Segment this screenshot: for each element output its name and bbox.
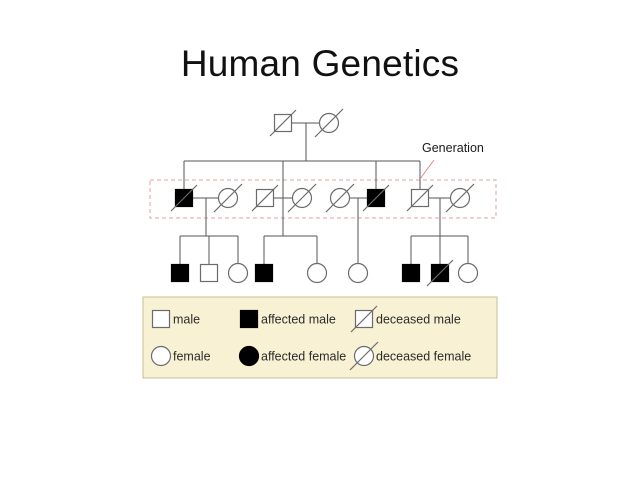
female-symbol — [347, 262, 369, 284]
individual-circle-deceased[interactable] — [314, 108, 344, 138]
generation-highlight-box — [149, 179, 497, 219]
individual-circle-deceased[interactable] — [445, 183, 475, 213]
deceased-slash-icon — [362, 184, 390, 212]
individual-square-deceased[interactable] — [251, 184, 279, 212]
male-symbol — [254, 263, 274, 283]
generation-II — [170, 183, 475, 213]
deceased-slash-icon — [406, 184, 434, 212]
individual-circle[interactable] — [457, 262, 479, 284]
deceased-slash-icon — [287, 183, 317, 213]
generation-leader-line — [419, 159, 435, 180]
individual-circle[interactable] — [347, 262, 369, 284]
individual-circle-deceased[interactable] — [213, 183, 243, 213]
deceased-slash-icon — [325, 183, 355, 213]
individual-square-deceased[interactable] — [269, 109, 297, 137]
individual-square[interactable] — [199, 263, 219, 283]
generation-annotation: Generation — [419, 141, 484, 180]
pedigree-figure: Generation — [0, 95, 640, 395]
individual-square-affected-deceased[interactable] — [170, 184, 198, 212]
page-title: Human Genetics — [180, 43, 460, 84]
generation-III — [170, 259, 479, 287]
individual-circle[interactable] — [306, 262, 328, 284]
male-symbol — [401, 263, 421, 283]
female-symbol — [457, 262, 479, 284]
individual-square-affected-deceased[interactable] — [362, 184, 390, 212]
male-symbol — [170, 263, 190, 283]
deceased-slash-icon — [213, 183, 243, 213]
individual-square-deceased[interactable] — [406, 184, 434, 212]
individual-circle-deceased[interactable] — [325, 183, 355, 213]
deceased-slash-icon — [251, 184, 279, 212]
individual-square-affected[interactable] — [254, 263, 274, 283]
female-symbol — [227, 262, 249, 284]
individual-circle-deceased[interactable] — [287, 183, 317, 213]
deceased-slash-icon — [445, 183, 475, 213]
deceased-slash-icon — [269, 109, 297, 137]
deceased-slash-icon — [314, 108, 344, 138]
female-symbol — [306, 262, 328, 284]
individual-square-affected[interactable] — [170, 263, 190, 283]
deceased-slash-icon — [170, 184, 198, 212]
generation-highlight-rect — [149, 179, 497, 219]
pedigree-individuals — [170, 108, 479, 287]
individual-square-affected-deceased[interactable] — [426, 259, 454, 287]
male-symbol — [199, 263, 219, 283]
individual-circle[interactable] — [227, 262, 249, 284]
deceased-slash-icon — [426, 259, 454, 287]
generation-annotation-label: Generation — [422, 141, 484, 155]
generation-I — [269, 108, 344, 138]
individual-square-affected[interactable] — [401, 263, 421, 283]
pedigree-diagram: Generation — [149, 108, 497, 287]
